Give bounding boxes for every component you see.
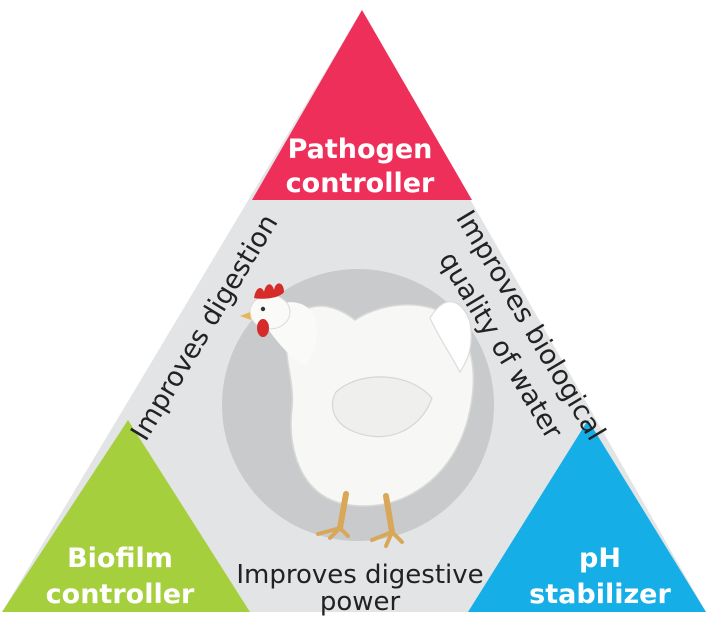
bottom-label-line2: power	[320, 587, 401, 617]
left-corner-label-line1: Biofilm	[67, 543, 173, 574]
top-corner-label-line1: Pathogen	[288, 134, 433, 165]
right-corner-label-line2: stabilizer	[529, 579, 671, 610]
right-corner-label-line1: pH	[579, 543, 621, 574]
top-corner-label-line2: controller	[286, 168, 435, 199]
left-corner-triangle	[2, 420, 250, 612]
top-corner-triangle	[252, 10, 472, 200]
chicken-illustration	[240, 283, 475, 548]
left-corner-label-line2: controller	[46, 579, 195, 610]
right-corner-triangle	[468, 420, 706, 612]
bottom-label-line1: Improves digestive	[236, 560, 483, 590]
